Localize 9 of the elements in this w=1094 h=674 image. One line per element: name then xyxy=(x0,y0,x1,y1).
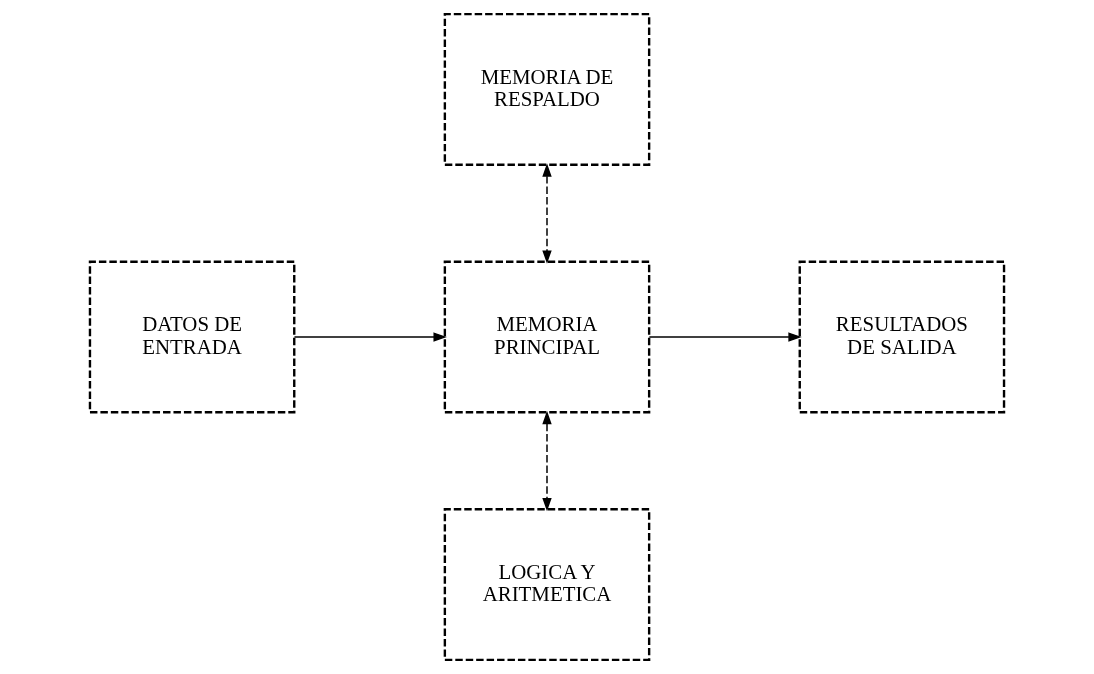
node-box: MEMORIA DE RESPALDO xyxy=(443,12,651,166)
arrow xyxy=(648,332,802,342)
node-box: MEMORIA PRINCIPAL xyxy=(443,260,651,414)
node-box: DATOS DE ENTRADA xyxy=(88,260,296,414)
arrow xyxy=(293,332,447,342)
arrow xyxy=(542,410,552,512)
node-box: LOGICA Y ARITMETICA xyxy=(443,508,651,662)
node-box: RESULTADOS DE SALIDA xyxy=(798,260,1006,414)
arrow xyxy=(542,163,552,264)
